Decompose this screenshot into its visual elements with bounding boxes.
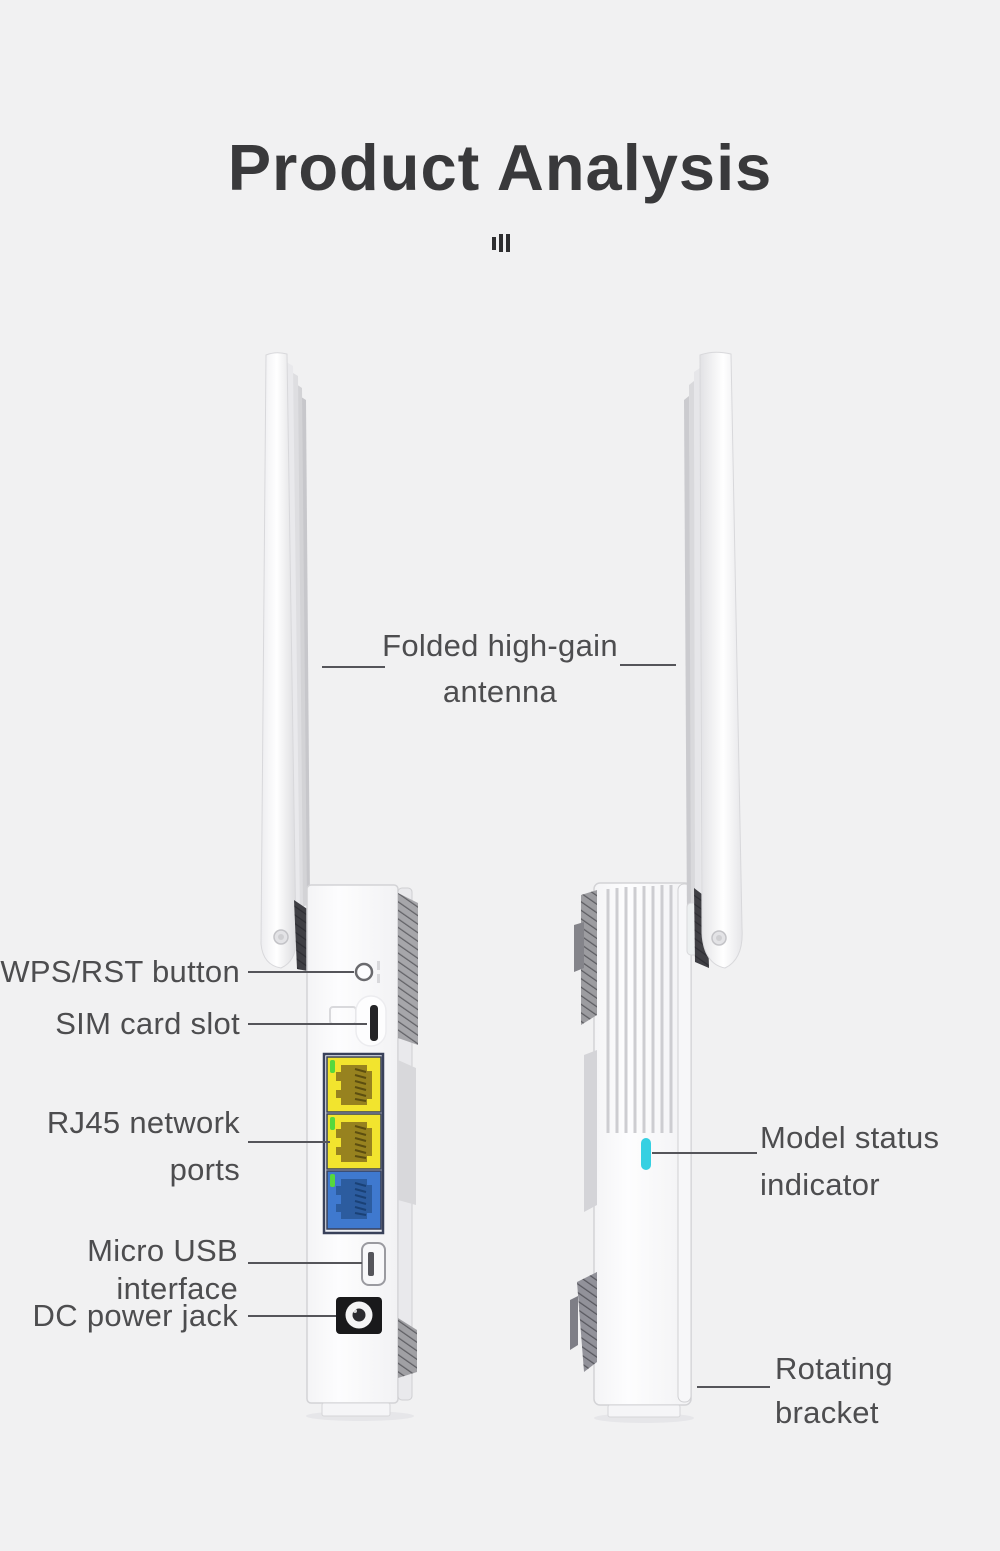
sim-card-slot <box>329 995 387 1047</box>
rj45-port-lan1 <box>326 1056 382 1113</box>
rj45-pins <box>354 1182 367 1216</box>
label-line: Rotating <box>775 1351 893 1386</box>
antenna-main-blade <box>699 351 743 969</box>
rj45-port-wan <box>326 1170 382 1230</box>
front-edge-strip <box>677 883 692 1403</box>
bracket-top-hatch <box>581 890 597 1025</box>
label-line: RJ45 network <box>46 1105 240 1140</box>
label-line: indicator <box>760 1167 880 1202</box>
label-line: interface <box>116 1271 238 1306</box>
label-line: antenna <box>442 674 558 709</box>
right-router <box>570 351 743 1423</box>
rj45-jack-icon <box>336 1065 372 1105</box>
antenna-blade <box>694 368 701 918</box>
bracket-tab <box>574 922 584 972</box>
label-line: Model status <box>760 1120 940 1155</box>
right-antenna-folded-icon <box>684 351 743 969</box>
wps-rst-button <box>354 961 380 983</box>
leader-lines <box>248 664 770 1388</box>
status-led-icon <box>641 1138 651 1170</box>
dc-jack-highlight <box>353 1309 357 1313</box>
rj45-port-lan2 <box>326 1113 382 1170</box>
side-bracket-mid <box>398 1060 416 1205</box>
label-model-status-indicator: Model status indicator <box>760 1114 939 1208</box>
label-dc-power-jack: DC power jack <box>32 1298 238 1333</box>
rj45-pins <box>354 1068 367 1102</box>
left-antenna-folded-icon <box>260 352 310 969</box>
sim-slot-opening <box>370 1005 378 1041</box>
wps-button-icon <box>354 962 374 982</box>
antenna-screw-center <box>278 934 284 940</box>
label-folded-antenna: Folded high-gain antenna <box>382 623 618 715</box>
bracket-hook-tab <box>570 1296 578 1350</box>
bracket-mid <box>584 1050 597 1212</box>
title-mark-icon <box>492 233 510 253</box>
label-rj45-ports: RJ45 network ports <box>47 1099 240 1193</box>
label-micro-usb: Micro USB interface <box>87 1232 238 1308</box>
label-sim-card-slot: SIM card slot <box>55 1006 240 1041</box>
rj45-jack-icon <box>336 1179 372 1219</box>
rj45-pins <box>354 1125 367 1159</box>
label-line: Micro USB <box>87 1233 238 1268</box>
antenna-main-blade <box>260 352 297 969</box>
label-rotating-bracket: Rotating bracket <box>775 1347 893 1435</box>
micro-usb-port <box>361 1242 386 1286</box>
port-led-icon <box>330 1117 335 1130</box>
stand-foot <box>321 1402 391 1417</box>
label-line: bracket <box>775 1395 879 1430</box>
wps-etched-text <box>377 974 380 983</box>
side-bracket-top-hatch <box>398 893 418 1045</box>
port-led-icon <box>330 1174 335 1187</box>
bracket-hook-hatch <box>577 1272 597 1372</box>
label-line: Folded high-gain <box>382 628 618 663</box>
wps-etched-text <box>377 961 380 970</box>
rj45-ports <box>322 1052 385 1235</box>
stand-foot <box>607 1404 681 1418</box>
left-router <box>260 352 418 1421</box>
dc-power-jack <box>336 1297 382 1334</box>
antenna-screw-center <box>716 935 722 941</box>
rj45-jack-icon <box>336 1122 372 1162</box>
page-title: Product Analysis <box>227 131 773 204</box>
label-line: ports <box>169 1152 240 1187</box>
usb-inner-slot <box>368 1252 374 1276</box>
port-led-icon <box>330 1060 335 1073</box>
vent-fins <box>606 885 673 1133</box>
label-wps-rst-button: WPS/RST button <box>0 954 240 989</box>
side-bracket-bottom-hatch <box>398 1318 417 1378</box>
